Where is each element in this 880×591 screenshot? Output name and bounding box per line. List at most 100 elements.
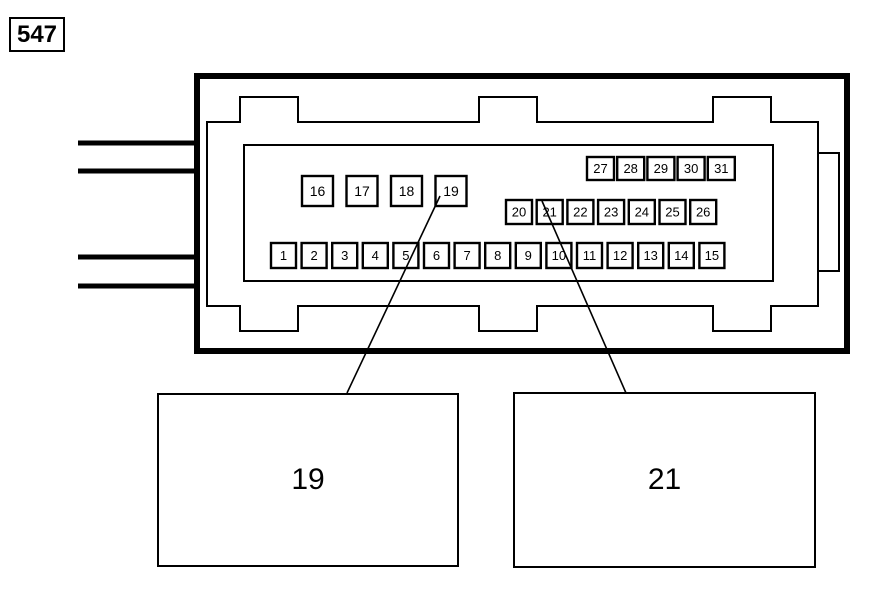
pin-4: 4 xyxy=(361,241,389,270)
pin-24: 24 xyxy=(627,198,656,226)
leader-line-19 xyxy=(346,195,441,394)
pin-box xyxy=(361,241,389,270)
pin-label: 5 xyxy=(402,248,409,263)
pin-label: 3 xyxy=(341,248,348,263)
pin-label: 23 xyxy=(604,205,618,220)
callout-label: 19 xyxy=(291,463,325,496)
pin-box xyxy=(637,241,665,270)
pin-31: 31 xyxy=(706,155,736,182)
pin-label: 4 xyxy=(372,248,379,263)
pin-box xyxy=(698,241,726,270)
pin-label: 19 xyxy=(443,183,459,199)
pin-18: 18 xyxy=(389,174,424,208)
pin-10: 10 xyxy=(545,241,573,270)
pin-label: 6 xyxy=(433,248,440,263)
pin-5: 5 xyxy=(392,241,420,270)
pin-30: 30 xyxy=(676,155,706,182)
pin-2: 2 xyxy=(300,241,328,270)
pin-12: 12 xyxy=(606,241,634,270)
pin-3: 3 xyxy=(331,241,359,270)
pin-label: 31 xyxy=(714,161,728,176)
pin-box xyxy=(453,241,481,270)
pin-box xyxy=(676,155,706,182)
leader-lines xyxy=(346,195,627,394)
pin-11: 11 xyxy=(575,241,604,270)
pin-box xyxy=(514,241,542,270)
leader-line-21 xyxy=(541,200,627,394)
pin-label: 8 xyxy=(494,248,501,263)
pin-label: 30 xyxy=(684,161,698,176)
callout-19: 19 xyxy=(157,393,459,567)
pin-box xyxy=(504,198,534,226)
pin-7: 7 xyxy=(453,241,481,270)
pin-label: 1 xyxy=(280,248,287,263)
pin-box xyxy=(422,241,451,270)
pin-box xyxy=(585,155,616,182)
pin-label: 11 xyxy=(583,248,597,263)
pin-27: 27 xyxy=(585,155,616,182)
pin-box xyxy=(706,155,736,182)
pin-box xyxy=(545,241,573,270)
pin-label: 14 xyxy=(674,248,688,263)
pin-label: 17 xyxy=(354,183,370,199)
pin-19: 19 xyxy=(434,174,468,208)
connector-housing xyxy=(206,96,840,332)
pin-label: 28 xyxy=(623,161,637,176)
pin-label: 2 xyxy=(310,248,317,263)
pin-label: 22 xyxy=(573,205,587,220)
pin-label: 24 xyxy=(635,205,649,220)
pin-1: 1 xyxy=(269,241,298,270)
pin-8: 8 xyxy=(484,241,512,270)
pin-14: 14 xyxy=(667,241,695,270)
pin-13: 13 xyxy=(637,241,665,270)
pin-label: 13 xyxy=(643,248,657,263)
pin-box xyxy=(616,155,646,182)
figure-number: 547 xyxy=(9,17,65,52)
pin-23: 23 xyxy=(596,198,626,226)
pin-label: 27 xyxy=(593,161,607,176)
pin-box xyxy=(627,198,656,226)
pin-20: 20 xyxy=(504,198,534,226)
callout-label: 21 xyxy=(647,463,682,496)
pin-15: 15 xyxy=(698,241,726,270)
pin-box xyxy=(606,241,634,270)
pin-6: 6 xyxy=(422,241,451,270)
pin-box xyxy=(646,155,676,182)
pin-29: 29 xyxy=(646,155,676,182)
pin-26: 26 xyxy=(689,198,718,226)
pin-label: 18 xyxy=(399,183,415,199)
pin-box xyxy=(269,241,298,270)
pin-box xyxy=(575,241,604,270)
pin-label: 15 xyxy=(705,248,719,263)
pin-label: 29 xyxy=(654,161,668,176)
pin-box xyxy=(300,241,328,270)
pin-box xyxy=(596,198,626,226)
pin-22: 22 xyxy=(566,198,595,226)
pin-label: 25 xyxy=(665,205,679,220)
pin-label: 20 xyxy=(512,205,526,220)
wire-harness xyxy=(78,140,197,289)
pin-label: 12 xyxy=(613,248,627,263)
pin-box xyxy=(566,198,595,226)
callout-21: 21 xyxy=(513,392,816,568)
pin-box xyxy=(689,198,718,226)
pin-box xyxy=(434,174,468,208)
pin-label: 9 xyxy=(525,248,532,263)
pin-label: 10 xyxy=(552,248,566,263)
pin-label: 26 xyxy=(696,205,710,220)
pin-label: 16 xyxy=(310,183,326,199)
pin-box xyxy=(389,174,424,208)
pin-box xyxy=(658,198,687,226)
pin-9: 9 xyxy=(514,241,542,270)
pin-box xyxy=(300,174,335,208)
pin-25: 25 xyxy=(658,198,687,226)
pin-box xyxy=(484,241,512,270)
pin-17: 17 xyxy=(345,174,379,208)
pin-16: 16 xyxy=(300,174,335,208)
pin-label: 7 xyxy=(463,248,470,263)
pin-box xyxy=(667,241,695,270)
pin-28: 28 xyxy=(616,155,646,182)
